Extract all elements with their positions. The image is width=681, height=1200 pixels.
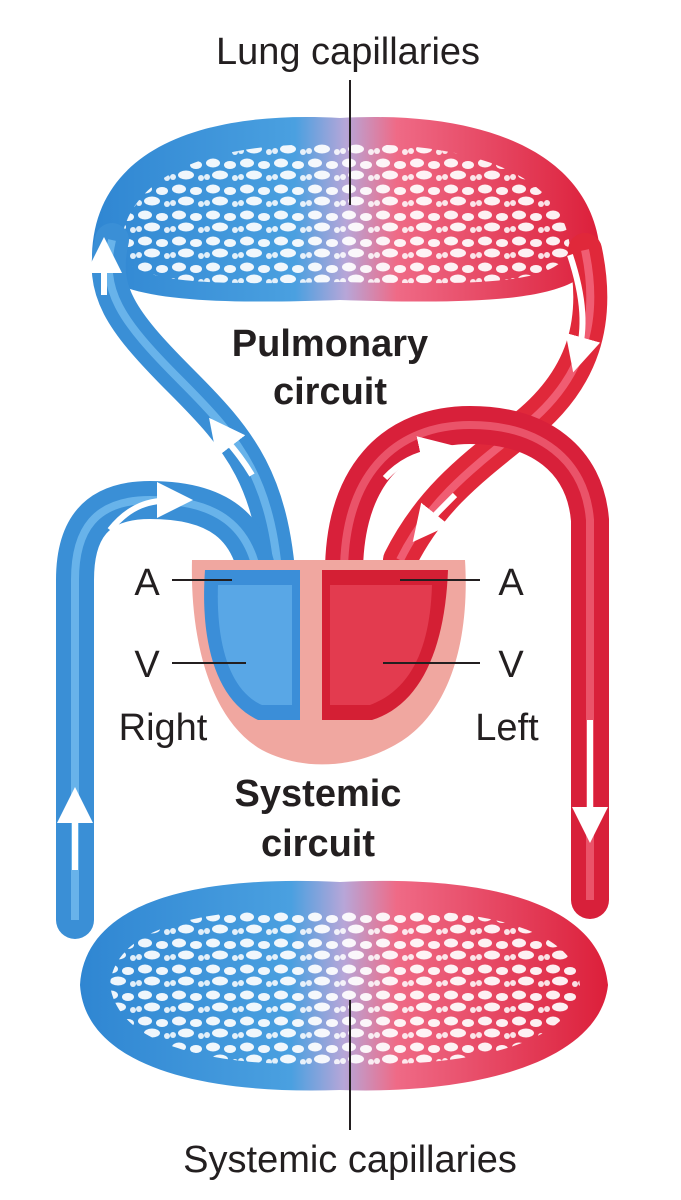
right-side-label: Right xyxy=(119,707,208,749)
lung-capillaries-label: Lung capillaries xyxy=(216,31,480,73)
systemic-circuit-label-line1: Systemic xyxy=(235,773,402,815)
pulmonary-circuit-label-line1: Pulmonary xyxy=(232,323,428,365)
left-side-label: Left xyxy=(475,707,539,749)
right-ventricle-label: V xyxy=(134,644,160,686)
systemic-circuit-label-line2: circuit xyxy=(261,823,375,865)
right-atrium-label: A xyxy=(134,562,160,604)
flow-arrows xyxy=(57,237,608,870)
left-atrium-label: A xyxy=(498,562,524,604)
left-ventricle-label: V xyxy=(498,644,524,686)
heart xyxy=(191,560,466,765)
pulmonary-circuit-label-line2: circuit xyxy=(273,371,387,413)
systemic-capillaries-label: Systemic capillaries xyxy=(183,1139,517,1181)
lung-capillary-bed xyxy=(92,117,600,302)
systemic-capillary-bed xyxy=(80,880,608,1091)
